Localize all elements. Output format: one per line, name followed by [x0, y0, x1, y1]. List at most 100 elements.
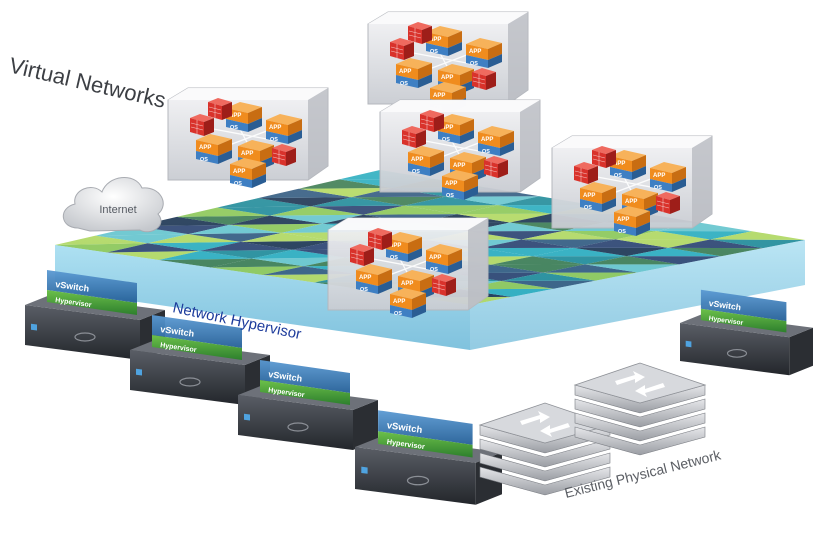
svg-text:OS: OS [430, 267, 438, 273]
vswitch-label: vSwitch [160, 324, 195, 339]
firewall-icon [574, 162, 598, 184]
firewall-icon [190, 114, 214, 136]
firewall-icon [472, 68, 496, 90]
svg-text:OS: OS [234, 181, 242, 187]
svg-text:OS: OS [390, 255, 398, 261]
vm-icon: APP OS [438, 114, 474, 144]
svg-text:APP: APP [359, 275, 371, 281]
vm-icon: APP OS [390, 288, 426, 318]
svg-text:APP: APP [583, 193, 595, 199]
svg-text:APP: APP [399, 69, 411, 75]
svg-text:OS: OS [360, 287, 368, 293]
vm-icon: APP OS [396, 58, 432, 88]
firewall-icon [402, 126, 426, 148]
vswitch-label: vSwitch [55, 279, 90, 294]
vm-icon: APP OS [230, 158, 266, 188]
svg-text:OS: OS [654, 185, 662, 191]
firewall-icon [390, 38, 414, 60]
vm-icon: APP OS [196, 134, 232, 164]
svg-text:APP: APP [199, 145, 211, 151]
svg-text:OS: OS [230, 125, 238, 131]
svg-text:APP: APP [433, 93, 445, 99]
hypervisor-label: Hypervisor [708, 315, 744, 327]
virtual-network-box: APPOSAPPOSAPPOSAPPOSAPPOS [379, 99, 541, 200]
vm-icon: APP OS [356, 264, 392, 294]
firewall-icon [408, 22, 432, 44]
firewall-icon [272, 144, 296, 166]
vm-icon: APP OS [442, 170, 478, 200]
server-rack-group: vSwitchHypervisorvSwitchHypervisorvSwitc… [25, 270, 813, 505]
virtual-networks-label: Virtual Networks [7, 53, 168, 113]
svg-text:APP: APP [481, 137, 493, 143]
svg-text:APP: APP [401, 281, 413, 287]
firewall-icon [432, 274, 456, 296]
svg-text:OS: OS [442, 137, 450, 143]
virtual-network-box: APPOSAPPOSAPPOSAPPOSAPPOS [367, 11, 529, 112]
svg-text:OS: OS [470, 61, 478, 67]
vm-icon: APP OS [426, 26, 462, 56]
svg-text:APP: APP [389, 243, 401, 249]
svg-text:OS: OS [412, 169, 420, 175]
firewall-icon [656, 192, 680, 214]
svg-text:APP: APP [441, 125, 453, 131]
vswitch-label: vSwitch [708, 298, 741, 312]
svg-text:APP: APP [229, 113, 241, 119]
svg-text:APP: APP [453, 163, 465, 169]
vm-icon: APP OS [580, 182, 616, 212]
vm-icon: APP OS [226, 102, 262, 132]
svg-text:OS: OS [446, 193, 454, 199]
svg-text:OS: OS [614, 173, 622, 179]
svg-text:APP: APP [613, 161, 625, 167]
svg-text:OS: OS [584, 205, 592, 211]
svg-text:APP: APP [653, 173, 665, 179]
svg-text:APP: APP [241, 151, 253, 157]
svg-text:APP: APP [445, 181, 457, 187]
svg-text:APP: APP [269, 125, 281, 131]
firewall-icon [420, 110, 444, 132]
vm-icon: APP OS [614, 206, 650, 236]
svg-text:APP: APP [469, 49, 481, 55]
svg-text:OS: OS [482, 149, 490, 155]
svg-text:APP: APP [429, 37, 441, 43]
svg-text:OS: OS [400, 81, 408, 87]
firewall-icon [592, 146, 616, 168]
svg-text:APP: APP [441, 75, 453, 81]
svg-text:OS: OS [430, 49, 438, 55]
svg-text:APP: APP [393, 299, 405, 305]
firewall-icon [208, 98, 232, 120]
network-hypervisor-band [55, 240, 805, 350]
vm-icon: APP OS [466, 38, 502, 68]
firewall-icon [368, 228, 392, 250]
vm-icon: APP OS [426, 244, 462, 274]
svg-text:APP: APP [233, 169, 245, 175]
firewall-icon [484, 156, 508, 178]
virtual-network-box: APPOSAPPOSAPPOSAPPOSAPPOS [167, 87, 329, 188]
svg-text:APP: APP [429, 255, 441, 261]
vswitch-label: vSwitch [386, 420, 423, 436]
virtual-network-box: APPOSAPPOSAPPOSAPPOSAPPOS [327, 217, 489, 318]
firewall-icon [350, 244, 374, 266]
svg-text:OS: OS [200, 157, 208, 163]
physical-switch-group [478, 362, 707, 496]
svg-text:OS: OS [618, 229, 626, 235]
svg-text:OS: OS [270, 137, 278, 143]
cloud-icon: Internet [62, 177, 164, 233]
svg-text:APP: APP [617, 217, 629, 223]
physical-switch-icon [573, 362, 707, 456]
vm-icon: APP OS [386, 232, 422, 262]
vm-icon: APP OS [266, 114, 302, 144]
svg-text:APP: APP [625, 199, 637, 205]
svg-text:APP: APP [411, 157, 423, 163]
vm-icon: APP OS [650, 162, 686, 192]
virtual-network-group: APP OS APP OS APP OS APP OS APP OS APP OS APP OS APP OS… [167, 11, 713, 318]
svg-text:OS: OS [394, 311, 402, 317]
vm-icon: APP OS [478, 126, 514, 156]
vswitch-label: vSwitch [268, 369, 303, 384]
vm-icon: APP OS [408, 146, 444, 176]
virtual-network-box: APPOSAPPOSAPPOSAPPOSAPPOS [551, 135, 713, 236]
vm-icon: APP OS [610, 150, 646, 180]
